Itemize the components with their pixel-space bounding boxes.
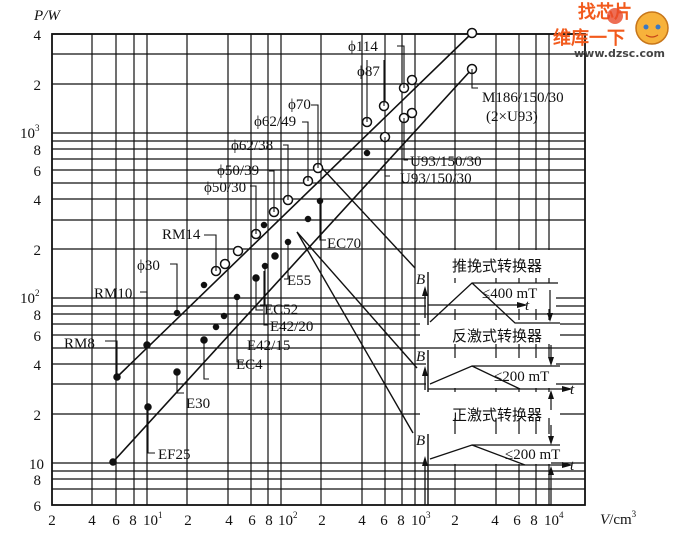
label-m186: M186/150/30: [482, 90, 564, 106]
svg-text:4: 4: [225, 513, 233, 529]
inset-axis-t: t: [525, 298, 530, 314]
label-e30: E30: [186, 396, 210, 412]
svg-text:6: 6: [513, 513, 521, 529]
inset-limit-400: ≤400 mT: [482, 286, 537, 302]
x-tick-1e4: 104: [544, 510, 564, 529]
svg-text:6: 6: [112, 513, 120, 529]
x-axis-ticks: 2 4 6 8 2 4 6 8 2 4 6 8 2 4 6 8: [48, 513, 538, 529]
watermark-line2: 维库一下: [553, 27, 625, 49]
svg-text:2: 2: [184, 513, 192, 529]
series-labels: ϕ114 ϕ87 ϕ70 ϕ62/49 ϕ62/38 ϕ50/39 ϕ50/30…: [64, 39, 564, 463]
label-e42-15: E42/15: [247, 338, 290, 354]
y-tick-1e2: 102: [20, 288, 40, 307]
svg-text:4: 4: [491, 513, 499, 529]
svg-text:2: 2: [318, 513, 326, 529]
inset-push-pull-title: 推挽式转换器: [452, 257, 542, 275]
inset-axis-b: B: [416, 272, 425, 288]
plot-frame: [51, 33, 586, 506]
y-axis-title: P/W: [33, 8, 61, 24]
svg-text:8: 8: [397, 513, 405, 529]
inset-forward-title: 正激式转换器: [452, 406, 542, 424]
inset-axis-b: B: [416, 433, 425, 449]
label-leaders: [105, 45, 478, 454]
inset-axis-b: B: [416, 349, 425, 365]
label-rm14: RM14: [162, 227, 201, 243]
inset-push-pull: 推挽式转换器 B t ≤400 mT: [416, 257, 560, 325]
svg-text:8: 8: [129, 513, 137, 529]
svg-text:8: 8: [530, 513, 538, 529]
svg-text:2: 2: [34, 78, 42, 94]
svg-text:4: 4: [34, 28, 42, 44]
svg-text:4: 4: [358, 513, 366, 529]
label-ec4: EC4: [236, 357, 263, 373]
svg-text:2: 2: [34, 408, 42, 424]
svg-text:2: 2: [34, 243, 42, 259]
label-e42-20: E42/20: [270, 319, 313, 335]
svg-text:6: 6: [248, 513, 256, 529]
svg-text:2: 2: [48, 513, 56, 529]
label-ef25: EF25: [158, 447, 191, 463]
label-phi30: ϕ30: [137, 258, 160, 274]
svg-text:8: 8: [265, 513, 273, 529]
watermark-url: www.dzsc.com: [574, 47, 665, 60]
svg-text:4: 4: [34, 358, 42, 374]
label-phi50-39: ϕ50/39: [217, 163, 259, 179]
label-ec70: EC70: [327, 236, 361, 252]
svg-text:6: 6: [34, 329, 42, 345]
inset-leader-lines: [296, 167, 418, 434]
svg-text:10: 10: [29, 457, 44, 473]
x-axis-title: V/cm3: [600, 509, 637, 528]
svg-text:8: 8: [34, 143, 42, 159]
upper-trend-line: [116, 32, 473, 378]
label-phi50-30: ϕ50/30: [204, 180, 246, 196]
inset-axis-t: t: [570, 382, 575, 398]
svg-text:6: 6: [380, 513, 388, 529]
svg-text:4: 4: [88, 513, 96, 529]
label-ec52: EC52: [264, 302, 298, 318]
svg-text:8: 8: [34, 308, 42, 324]
label-phi62-38: ϕ62/38: [231, 138, 273, 154]
svg-text:6: 6: [34, 499, 42, 515]
svg-text:6: 6: [34, 164, 42, 180]
label-phi114: ϕ114: [348, 39, 378, 55]
x-tick-1e1: 101: [143, 510, 163, 529]
watermark-line1: 找芯片: [578, 1, 632, 23]
inset-forward: 正激式转换器 B t ≤200 mT: [416, 406, 575, 505]
inset-masks: [420, 250, 560, 464]
inset-limit-200a: ≤200 mT: [494, 369, 549, 385]
svg-text:4: 4: [34, 193, 42, 209]
label-u93-a: U93/150/30: [410, 154, 482, 170]
label-u93-b: U93/150/30: [400, 171, 472, 187]
y-axis-ticks: 4 2 6 4 2 8 6 4 2 8 6 10 8: [29, 28, 44, 515]
inset-axis-t: t: [570, 458, 575, 474]
label-rm8: RM8: [64, 336, 95, 352]
mascot-icon: [635, 11, 669, 45]
x-tick-1e2: 102: [278, 510, 298, 529]
x-tick-1e3: 103: [411, 510, 431, 529]
label-e55: E55: [287, 273, 311, 289]
label-phi62-49: ϕ62/49: [254, 114, 296, 130]
watermark: 找芯片 维库一下 www.dzsc.com: [553, 1, 669, 60]
label-rm10: RM10: [94, 286, 132, 302]
label-phi87: ϕ87: [357, 64, 380, 80]
y-tick-1e3: 103: [20, 123, 40, 142]
inset-limit-200b: ≤200 mT: [505, 447, 560, 463]
lower-trend-line: [112, 68, 473, 463]
label-phi70: ϕ70: [288, 97, 311, 113]
svg-text:2: 2: [451, 513, 459, 529]
inset-flyback: 反激式转换器 B t ≤200 mT: [416, 327, 575, 410]
label-m186-sub: (2×U93): [486, 109, 538, 125]
inset-flyback-title: 反激式转换器: [452, 327, 542, 345]
svg-text:8: 8: [34, 473, 42, 489]
